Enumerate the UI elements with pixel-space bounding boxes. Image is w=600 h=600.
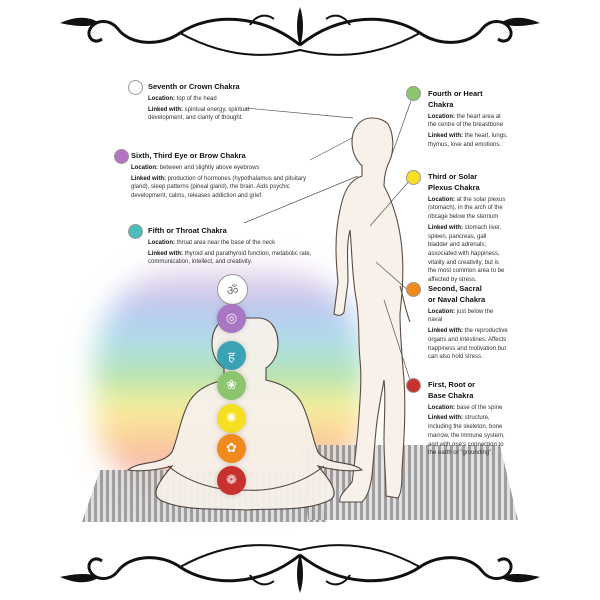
solar-plexus-chakra-label: Third or Solar Plexus Chakra Location: a…: [428, 172, 508, 287]
heart-color-marker: [406, 86, 421, 101]
throat-chakra-symbol-icon: ह: [217, 341, 246, 370]
root-chakra-label: First, Root or Base Chakra Location: bas…: [428, 380, 510, 460]
solar-plexus-color-marker: [406, 170, 421, 185]
root-chakra-title: First, Root or Base Chakra: [428, 380, 476, 400]
crown-chakra-symbol-icon: ॐ: [217, 274, 248, 305]
solar-plexus-chakra-title: Third or Solar Plexus Chakra: [428, 172, 480, 192]
top-ornament: [60, 7, 540, 56]
brow-chakra-symbol-icon: ◎: [217, 304, 246, 333]
root-color-marker: [406, 378, 421, 393]
throat-chakra-title: Fifth or Throat Chakra: [148, 226, 227, 235]
standing-figure: [333, 117, 411, 503]
throat-color-marker: [128, 224, 143, 239]
heart-chakra-symbol-icon: ❀: [217, 371, 246, 400]
throat-chakra-label: Fifth or Throat Chakra Location: throat …: [148, 226, 318, 269]
brow-chakra-label: Sixth, Third Eye or Brow Chakra Location…: [131, 151, 311, 203]
brow-color-marker: [114, 149, 129, 164]
leader-lines: [243, 97, 413, 381]
heart-chakra-label: Fourth or Heart Chakra Location: the hea…: [428, 89, 510, 152]
sacral-chakra-title: Second, Sacral or Naval Chakra: [428, 284, 486, 304]
solar-plexus-chakra-symbol-icon: ✺: [217, 404, 246, 433]
brow-chakra-title: Sixth, Third Eye or Brow Chakra: [131, 151, 246, 160]
sacral-chakra-label: Second, Sacral or Naval Chakra Location:…: [428, 284, 508, 361]
sacral-color-marker: [406, 282, 421, 297]
crown-chakra-label: Seventh or Crown Chakra Location: top of…: [148, 82, 263, 125]
bottom-ornament: [60, 544, 540, 593]
sacral-chakra-symbol-icon: ✿: [217, 434, 246, 463]
heart-chakra-title: Fourth or Heart Chakra: [428, 89, 483, 109]
crown-chakra-title: Seventh or Crown Chakra: [148, 82, 240, 91]
root-chakra-symbol-icon: ❁: [217, 466, 246, 495]
crown-color-marker: [128, 80, 143, 95]
